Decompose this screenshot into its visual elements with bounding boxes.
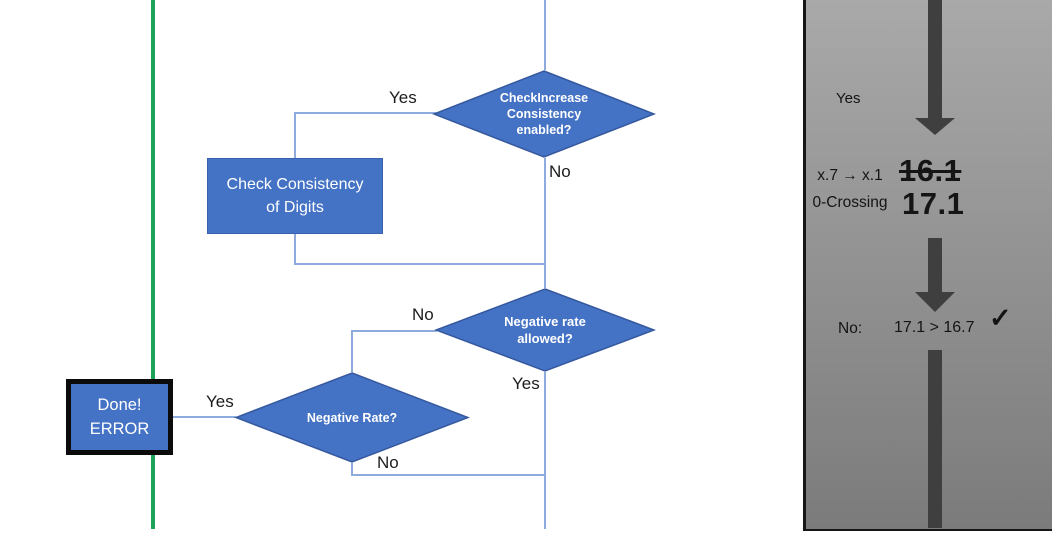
connector-yes3-h: [173, 416, 236, 418]
decision-label: Negative Rate?: [306, 410, 398, 425]
decision-check-increase-consistency: CheckIncrease Consistency enabled?: [432, 70, 656, 158]
panel-old-value: 16.1: [899, 153, 962, 188]
connector-yes1-h: [294, 112, 436, 114]
edge-label-no: No: [549, 162, 571, 181]
decision-label: CheckIncrease Consistency enabled?: [499, 91, 589, 137]
green-divider-line: [151, 0, 155, 529]
connector-yes1-v: [294, 112, 296, 158]
connector-no2-h: [351, 330, 437, 332]
panel-new-value: 17.1: [902, 186, 965, 221]
terminator-label: Done! ERROR: [89, 396, 150, 438]
decision-negative-rate: Negative Rate?: [234, 372, 470, 463]
connector-no2-v: [351, 330, 353, 372]
decision-label: Negative rate allowed?: [504, 314, 586, 346]
panel-comparison: 17.1 > 16.7: [894, 319, 975, 336]
connector-top-in: [544, 0, 546, 70]
diamond-shape: [234, 372, 470, 463]
down-arrow-1-head: [915, 118, 955, 135]
decision-negative-rate-allowed: Negative rate allowed?: [434, 288, 656, 372]
terminator-done-error: Done! ERROR: [66, 379, 173, 455]
edge-label-yes: Yes: [512, 374, 540, 393]
process-label: Check Consistency of Digits: [226, 176, 364, 216]
connector-no1-v: [544, 158, 546, 288]
connector-yes2-v: [544, 372, 546, 529]
down-arrow-2-head: [915, 292, 955, 312]
process-check-consistency-of-digits: Check Consistency of Digits: [207, 158, 383, 234]
edge-label-no: No: [412, 305, 434, 324]
down-arrow-2-shaft: [928, 238, 942, 292]
connector-process-out-v: [294, 234, 296, 264]
down-arrow-1-shaft: [928, 0, 942, 118]
panel-result-label: No:: [838, 320, 863, 337]
panel-transition-label: x.7 → x.1 0-Crossing: [812, 167, 888, 211]
diamond-shape: [434, 288, 656, 372]
diamond-shape: [432, 70, 656, 158]
edge-label-no: No: [377, 453, 399, 472]
explanation-panel: Yes x.7 → x.1 0-Crossing 16.1 17.1 No: 1…: [803, 0, 1052, 531]
connector-no3-h: [351, 474, 546, 476]
connector-no3-v: [351, 463, 353, 476]
panel-yes-label: Yes: [836, 90, 861, 107]
connector-process-out-h: [294, 263, 546, 265]
edge-label-yes: Yes: [206, 392, 234, 411]
checkmark-icon: ✓: [989, 303, 1012, 333]
down-arrow-3-shaft: [928, 350, 942, 528]
edge-label-yes: Yes: [389, 88, 417, 107]
